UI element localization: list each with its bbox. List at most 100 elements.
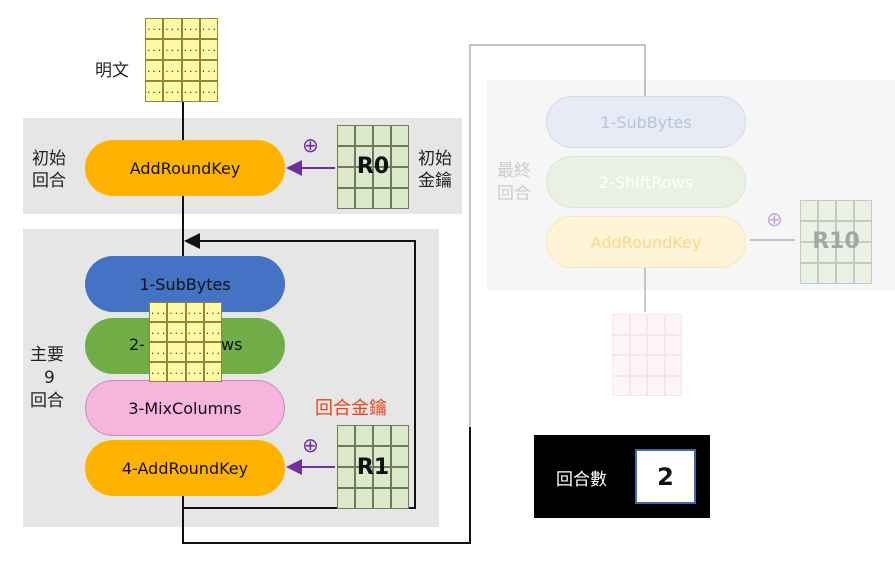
state-cell — [836, 221, 854, 242]
state-cell — [373, 488, 391, 509]
state-cell: ... — [203, 302, 223, 322]
shiftrows-step-label-right: ws — [221, 335, 243, 354]
state-cell — [355, 188, 373, 209]
state-cell: ... — [185, 322, 204, 342]
state-cell: ... — [163, 60, 182, 81]
state-cell: ... — [163, 39, 182, 60]
state-cell: ... — [203, 322, 223, 342]
key-name-r0: R0 — [356, 154, 390, 179]
state-cell — [612, 355, 630, 376]
state-cell: ... — [199, 39, 219, 60]
xor-icon-main: ⊕ — [302, 433, 319, 457]
state-cell: ... — [145, 18, 164, 39]
xor-icon-final: ⊕ — [766, 207, 783, 231]
state-cell — [373, 188, 391, 209]
state-cell — [373, 425, 391, 446]
state-cell: ... — [181, 18, 200, 39]
initial-key-r0: R0 — [337, 125, 409, 209]
final-shiftrows-step: 2-ShiftRows — [546, 156, 746, 208]
state-cell: ... — [149, 322, 168, 342]
state-cell — [337, 146, 355, 167]
state-cell — [800, 200, 818, 221]
state-cell — [800, 263, 818, 284]
state-cell: ... — [167, 322, 186, 342]
state-cell — [337, 125, 355, 146]
state-cell — [664, 314, 682, 335]
state-cell — [629, 375, 647, 396]
state-cell — [800, 242, 818, 263]
round-counter: 回合數 2 — [534, 435, 710, 518]
state-cell: ... — [167, 362, 186, 382]
round-key-label: 回合金鑰 — [315, 398, 387, 419]
state-cell — [612, 375, 630, 396]
state-cell — [664, 334, 682, 355]
state-cell — [391, 146, 409, 167]
final-key-r10: R10 — [800, 200, 872, 284]
state-cell — [629, 334, 647, 355]
state-cell: ... — [167, 342, 186, 362]
state-cell — [612, 314, 630, 335]
state-cell — [664, 375, 682, 396]
state-cell: ... — [167, 302, 186, 322]
final-round-label-line2: 回合 — [497, 184, 531, 204]
state-cell — [818, 200, 836, 221]
mixcolumns-step: 3-MixColumns — [85, 380, 285, 436]
state-cell: ... — [185, 342, 204, 362]
state-cell — [836, 200, 854, 221]
state-cell — [355, 425, 373, 446]
state-cell: ... — [185, 362, 204, 382]
state-cell — [373, 167, 391, 188]
state-cell — [647, 314, 665, 335]
state-cell — [629, 355, 647, 376]
round-counter-value-box: 2 — [635, 449, 696, 504]
state-cell — [391, 488, 409, 509]
key-name-r10: R10 — [812, 229, 860, 254]
state-cell — [337, 446, 355, 467]
state-cell — [355, 125, 373, 146]
state-cell: ... — [199, 81, 219, 102]
main-rounds-label-line3: 回合 — [30, 391, 64, 411]
state-cell — [337, 488, 355, 509]
ciphertext-state-grid — [612, 314, 682, 396]
state-cell — [854, 221, 872, 242]
state-cell — [836, 242, 854, 263]
state-cell — [355, 146, 373, 167]
key-name-r1: R1 — [356, 455, 390, 480]
state-cell — [355, 446, 373, 467]
plaintext-state-grid: ........................................… — [145, 18, 219, 102]
round-counter-value: 2 — [657, 462, 674, 491]
state-cell — [355, 488, 373, 509]
state-cell — [373, 146, 391, 167]
state-cell: ... — [149, 302, 168, 322]
final-round-label-line1: 最終 — [497, 161, 531, 181]
initial-round-label-line2: 回合 — [32, 171, 66, 191]
state-cell — [391, 188, 409, 209]
state-cell — [800, 221, 818, 242]
state-cell — [391, 467, 409, 488]
state-cell: ... — [145, 39, 164, 60]
state-cell — [854, 242, 872, 263]
state-cell — [337, 167, 355, 188]
state-cell: ... — [145, 81, 164, 102]
state-cell — [664, 355, 682, 376]
xor-icon: ⊕ — [302, 133, 319, 157]
state-cell — [647, 375, 665, 396]
state-cell — [355, 167, 373, 188]
state-cell — [391, 167, 409, 188]
state-cell — [391, 125, 409, 146]
state-cell — [337, 467, 355, 488]
state-cell — [818, 221, 836, 242]
state-cell: ... — [163, 81, 182, 102]
state-cell — [337, 425, 355, 446]
state-cell — [373, 467, 391, 488]
state-cell: ... — [199, 18, 219, 39]
state-cell: ... — [149, 362, 168, 382]
initial-key-label-line2: 金鑰 — [418, 171, 452, 191]
final-subbytes-step: 1-SubBytes — [546, 96, 746, 148]
main-rounds-label-line1: 主要 — [30, 345, 64, 365]
final-addroundkey-step: AddRoundKey — [546, 216, 746, 268]
state-cell — [612, 334, 630, 355]
state-cell — [818, 263, 836, 284]
state-cell: ... — [181, 60, 200, 81]
